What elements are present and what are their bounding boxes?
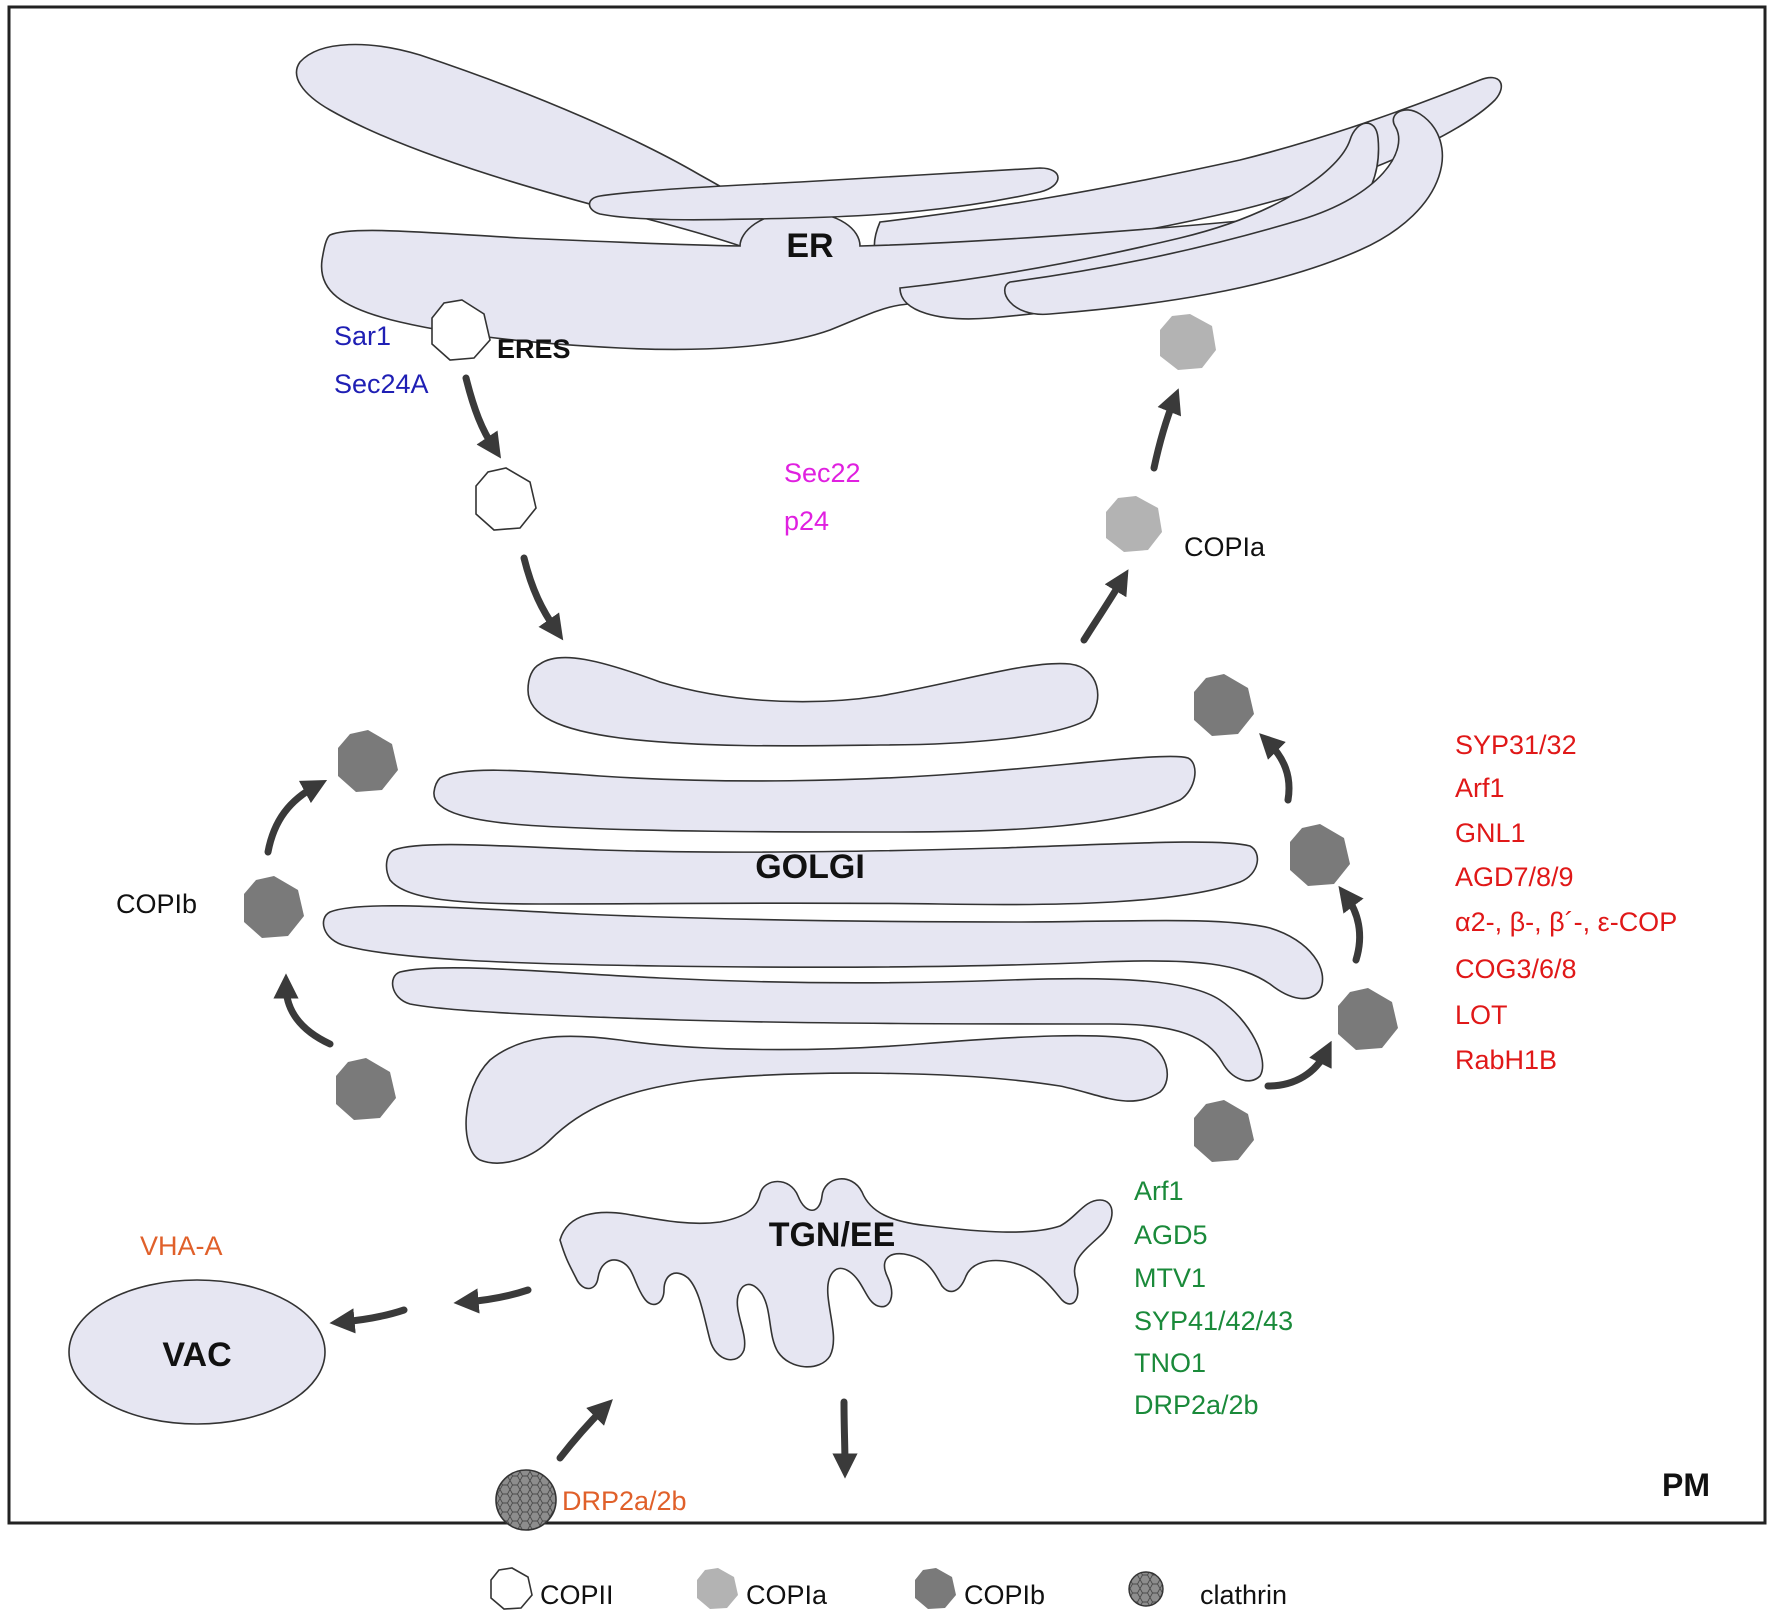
vha-a-label: VHA-A	[140, 1231, 223, 1261]
vacuole-organelle: VAC	[68, 1279, 326, 1425]
arrow-golgi-to-copia	[1080, 569, 1129, 644]
protein-sec22: Sec22	[784, 458, 861, 488]
copia-label: COPIa	[1184, 532, 1266, 562]
tgn-protein: SYP41/42/43	[1134, 1306, 1293, 1336]
tgn-ee-body	[559, 1178, 1113, 1368]
legend-clathrin-label: clathrin	[1200, 1580, 1287, 1610]
tgn-protein: MTV1	[1134, 1263, 1206, 1293]
tgn-ee-organelle: TGN/EE	[559, 1178, 1113, 1368]
copib-vesicle-icon	[1194, 674, 1254, 736]
protein-sar1: Sar1	[334, 321, 391, 351]
er-tubule-center	[588, 167, 1059, 221]
golgi-protein-list: SYP31/32 Arf1 GNL1 AGD7/8/9 α2-, β-, β´-…	[1455, 730, 1677, 1075]
clathrin-vesicle-icon	[495, 1469, 557, 1531]
pm-label: PM	[1662, 1467, 1710, 1503]
tgn-protein: TNO1	[1134, 1348, 1206, 1378]
clathrin-vesicle-icon	[1128, 1571, 1164, 1607]
copii-vesicle-icon	[490, 1567, 533, 1610]
arrow-eres-to-copii	[462, 374, 501, 459]
arrow-tgn-to-pm	[832, 1398, 858, 1479]
arrow-clathrin-to-tgn	[556, 1399, 613, 1462]
eres-copii-vesicle-icon	[431, 299, 491, 361]
copib-vesicle-icon	[338, 730, 398, 792]
arrow-tgn-to-vac-2	[329, 1306, 408, 1334]
golgi-cisterna-2	[433, 755, 1196, 833]
copii-protein-list: Sar1 Sec24A	[334, 321, 429, 399]
golgi-protein: RabH1B	[1455, 1045, 1557, 1075]
tgn-protein-list: Arf1 AGD5 MTV1 SYP41/42/43 TNO1 DRP2a/2b	[1134, 1176, 1293, 1420]
tgn-protein: AGD5	[1134, 1220, 1208, 1250]
trafficking-arrows	[264, 374, 1364, 1479]
legend-copib-label: COPIb	[964, 1580, 1045, 1610]
golgi-organelle: GOLGI	[322, 656, 1324, 1164]
legend-copii-label: COPII	[540, 1580, 614, 1610]
tgn-protein: Arf1	[1134, 1176, 1184, 1206]
golgi-protein: AGD7/8/9	[1455, 862, 1574, 892]
arrow-right-up-2	[1338, 885, 1364, 964]
tgn-protein: DRP2a/2b	[1134, 1390, 1259, 1420]
copia-vesicle-icon	[697, 1568, 738, 1609]
golgi-cisterna-1	[527, 656, 1099, 747]
protein-p24: p24	[784, 506, 829, 536]
copia-vesicle-icon	[1160, 314, 1216, 370]
golgi-protein: Arf1	[1455, 773, 1505, 803]
legend-copia-label: COPIa	[746, 1580, 828, 1610]
golgi-cisterna-6	[465, 1034, 1169, 1164]
golgi-cisterna-4	[322, 904, 1324, 1000]
golgi-protein: α2-, β-, β´-, ε-COP	[1455, 907, 1677, 937]
copib-vesicle-icon	[1290, 824, 1350, 886]
golgi-protein: SYP31/32	[1455, 730, 1577, 760]
clathrin-drp-label: DRP2a/2b	[562, 1486, 687, 1516]
copib-vesicle-icon	[915, 1568, 956, 1609]
copia-vesicle-icon	[1106, 496, 1162, 552]
copib-vesicle-icon	[336, 1058, 396, 1120]
golgi-cisterna-5	[391, 966, 1264, 1082]
arrow-left-up-1	[264, 780, 328, 856]
arrow-copia-to-er	[1150, 388, 1182, 472]
arrow-right-up-3	[1264, 1040, 1332, 1090]
copib-vesicle-icon	[244, 876, 304, 938]
arrow-tgn-to-vac-1	[453, 1286, 532, 1314]
protein-sec24a: Sec24A	[334, 369, 429, 399]
arrow-left-up-2	[273, 973, 334, 1048]
er-arm-far-right	[1004, 109, 1444, 316]
copib-vesicle-icon	[1338, 988, 1398, 1050]
arrow-copii-to-golgi	[520, 554, 564, 641]
copii-vesicle-icon	[475, 467, 537, 531]
tgn-ee-label: TGN/EE	[769, 1216, 896, 1254]
golgi-protein: LOT	[1455, 1000, 1508, 1030]
er-label: ER	[786, 227, 833, 265]
golgi-label: GOLGI	[755, 848, 865, 886]
vacuole-label: VAC	[162, 1336, 231, 1374]
legend: COPII COPIa COPIb clathrin	[490, 1567, 1287, 1610]
arrow-right-up-1	[1259, 733, 1293, 804]
vacuole-body	[68, 1279, 326, 1425]
copib-vesicle-icon	[1194, 1100, 1254, 1162]
er-organelle: ER	[295, 43, 1503, 351]
golgi-protein: GNL1	[1455, 818, 1526, 848]
golgi-cisterna-3	[385, 841, 1259, 906]
golgi-protein: COG3/6/8	[1455, 954, 1577, 984]
copib-label: COPIb	[116, 889, 197, 919]
eres-label: ERES	[497, 334, 571, 364]
